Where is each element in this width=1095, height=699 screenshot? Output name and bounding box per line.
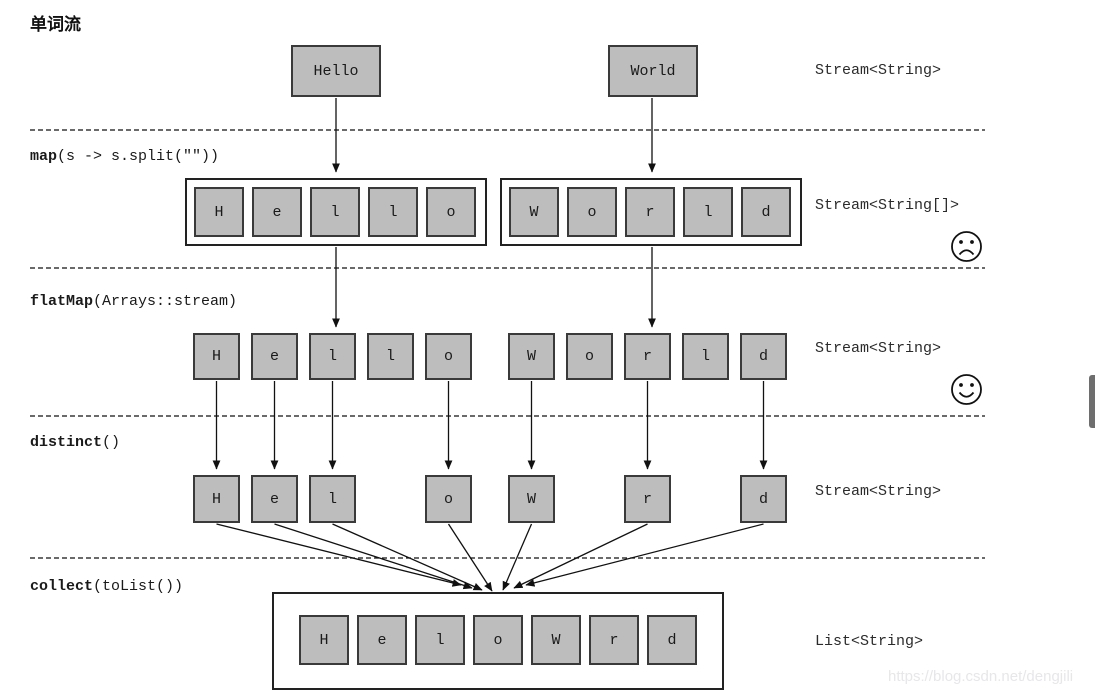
letter-box: W [531,615,581,665]
list-result-box: H e l o W r d [272,592,724,690]
letter-box: e [252,187,302,237]
letter-box: l [368,187,418,237]
letter-box: e [251,333,298,380]
operation-args: () [102,434,121,451]
letter-box: d [647,615,697,665]
letter-box: r [589,615,639,665]
letter-box: r [624,475,671,523]
letter-box: l [309,333,356,380]
operation-args: (Arrays::stream) [93,293,238,310]
operation-name: flatMap [30,293,94,310]
letter-box: d [741,187,791,237]
letter-box: e [357,615,407,665]
word-box-world: World [608,45,698,97]
operation-label-flatmap: flatMap(Arrays::stream) [30,293,237,310]
watermark: https://blog.csdn.net/dengjili [888,668,1074,685]
letter-box: o [567,187,617,237]
letter-box: o [425,333,472,380]
letter-box: l [310,187,360,237]
word-box-hello: Hello [291,45,381,97]
type-label-flatmap: Stream<String> [815,340,942,357]
letter-box: H [193,333,240,380]
letter-box: H [193,475,240,523]
letter-box: l [683,187,733,237]
letter-box: o [425,475,472,523]
string-array-box-hello: H e l l o [185,178,487,246]
letter-box: o [426,187,476,237]
letter-box: d [740,475,787,523]
operation-args: (toList()) [93,578,184,595]
letter-box: l [682,333,729,380]
word-label: Hello [313,62,359,80]
string-array-box-world: W o r l d [500,178,802,246]
scrollbar-thumb[interactable] [1089,375,1095,428]
operation-label-distinct: distinct() [30,434,120,451]
letter-box: W [508,475,555,523]
letter-box: r [625,187,675,237]
operation-name: map [30,148,58,165]
letter-box: o [473,615,523,665]
letter-box: o [566,333,613,380]
word-label: World [630,62,676,80]
sad-face-icon [951,231,982,262]
page-title: 单词流 [30,15,81,34]
type-label-collect: List<String> [815,633,924,650]
letter-box: e [251,475,298,523]
operation-args: (s -> s.split("")) [57,148,220,165]
operation-label-map: map(s -> s.split("")) [30,148,219,165]
operation-name: distinct [30,434,103,451]
letter-box: H [299,615,349,665]
type-label-distinct: Stream<String> [815,483,942,500]
smiley-face-icon [951,374,982,405]
letter-box: d [740,333,787,380]
letter-box: W [508,333,555,380]
operation-name: collect [30,578,94,595]
letter-box: r [624,333,671,380]
operation-label-collect: collect(toList()) [30,578,183,595]
letter-box: W [509,187,559,237]
letter-box: l [309,475,356,523]
letter-box: l [415,615,465,665]
letter-box: H [194,187,244,237]
type-label-map: Stream<String[]> [815,197,960,214]
type-label-source: Stream<String> [815,62,942,79]
letter-box: l [367,333,414,380]
